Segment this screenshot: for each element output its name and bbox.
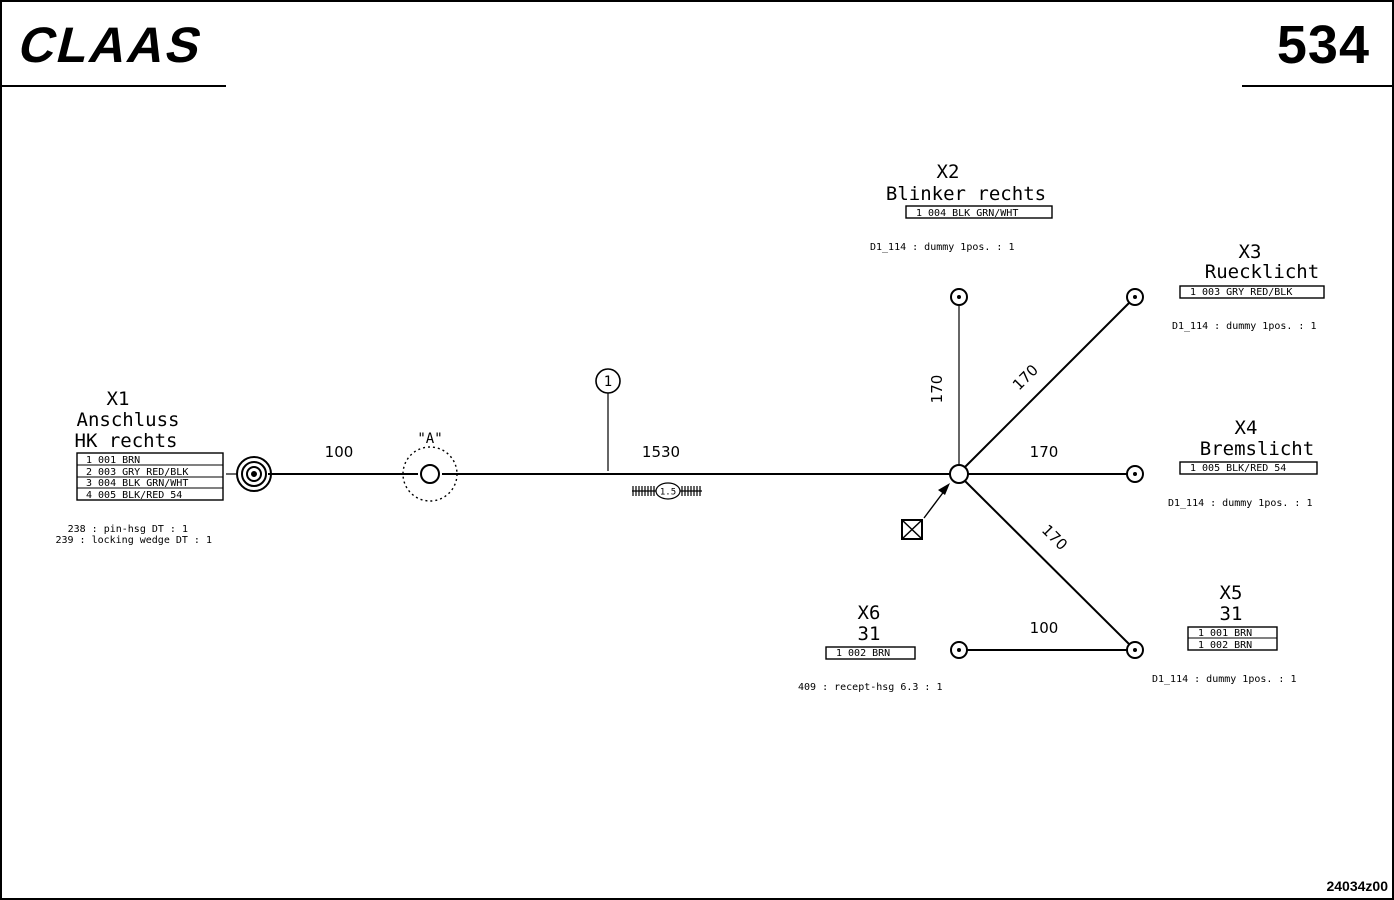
x1-name-line2: HK rechts [75,430,178,452]
x1-pin-1: 1 001 BRN [86,455,140,466]
wire-size-oval [655,482,681,500]
x3-pin-1: 1 003 GRY RED/BLK [1190,287,1292,298]
x2-pin-table [905,205,1053,219]
x5-pin-2: 1 002 BRN [1198,640,1252,651]
connector-x2-center [957,295,961,299]
x3-part-1: D1_114 : dummy 1pos. : 1 [1172,321,1317,332]
arrow-head-icon [938,483,950,495]
x2-part-1: D1_114 : dummy 1pos. : 1 [870,242,1015,253]
x1-pin-3: 3 004 BLK GRN/WHT [86,478,188,489]
wire-branch-x3 [964,302,1130,468]
connector-x4-center [1133,472,1137,476]
wire-size-label: 1.5 [660,488,676,498]
x4-id: X4 [1235,417,1258,439]
fixing-point-arrow [923,489,946,519]
x5-pin-1: 1 001 BRN [1198,628,1252,639]
connector-x1-symbol [226,456,272,492]
callout-bubble [595,368,621,394]
dim-branch-x2: 170 [928,375,946,404]
x1-id: X1 [107,388,130,410]
x1-part-2: 239 : locking wedge DT : 1 [55,535,212,546]
wire-branch-x5 [964,480,1130,645]
x4-pin-1: 1 005 BLK/RED 54 [1190,463,1286,474]
dim-branch-x3: 170 [1009,361,1042,394]
x4-name: Bremslicht [1200,438,1314,460]
x1-part-1: 238 : pin-hsg DT : 1 [68,524,188,535]
x5-name: 31 [1220,603,1243,625]
dim-branch-x5: 170 [1038,521,1071,554]
brand-text: CLAAS [14,22,210,66]
dim-branch-x4: 170 [1030,443,1059,461]
x3-name: Ruecklicht [1205,261,1319,283]
x1-name-line1: Anschluss [77,409,180,431]
x6-name: 31 [858,623,881,645]
connector-x3-center [1133,295,1137,299]
x6-pin-table [825,646,916,660]
x2-name: Blinker rechts [886,183,1046,205]
x2-id: X2 [937,161,960,183]
dim-x1-to-a: 100 [325,443,354,461]
x3-id: X3 [1239,241,1262,263]
drawing-id: 24034z00 [1326,878,1388,894]
detail-a-circle [402,446,458,502]
x6-pin-1: 1 002 BRN [836,648,890,659]
x4-part-1: D1_114 : dummy 1pos. : 1 [1168,498,1313,509]
x6-id: X6 [858,602,881,624]
x2-pin-1: 1 004 BLK GRN/WHT [916,208,1018,219]
claas-logo: CLAAS [14,22,210,66]
x1-pin-2: 2 003 GRY RED/BLK [86,467,188,478]
detail-a-label: "A" [417,431,442,447]
x1-pin-4: 4 005 BLK/RED 54 [86,490,182,501]
page-number: 534 [1276,15,1370,75]
connector-x6-center [957,648,961,652]
splice-node [949,464,969,484]
detail-a-point [420,464,440,484]
x3-pin-table [1179,285,1325,299]
x5-part-1: D1_114 : dummy 1pos. : 1 [1152,674,1297,685]
fixing-point-cross-2 [901,519,923,540]
callout-number: 1 [604,374,612,390]
x6-part-1: 409 : recept-hsg 6.3 : 1 [798,682,943,693]
x5-id: X5 [1220,582,1243,604]
x4-pin-table [1179,461,1318,475]
dim-main-trunk: 1530 [642,443,680,461]
connector-x5-center [1133,648,1137,652]
dim-branch-x6: 100 [1030,619,1059,637]
